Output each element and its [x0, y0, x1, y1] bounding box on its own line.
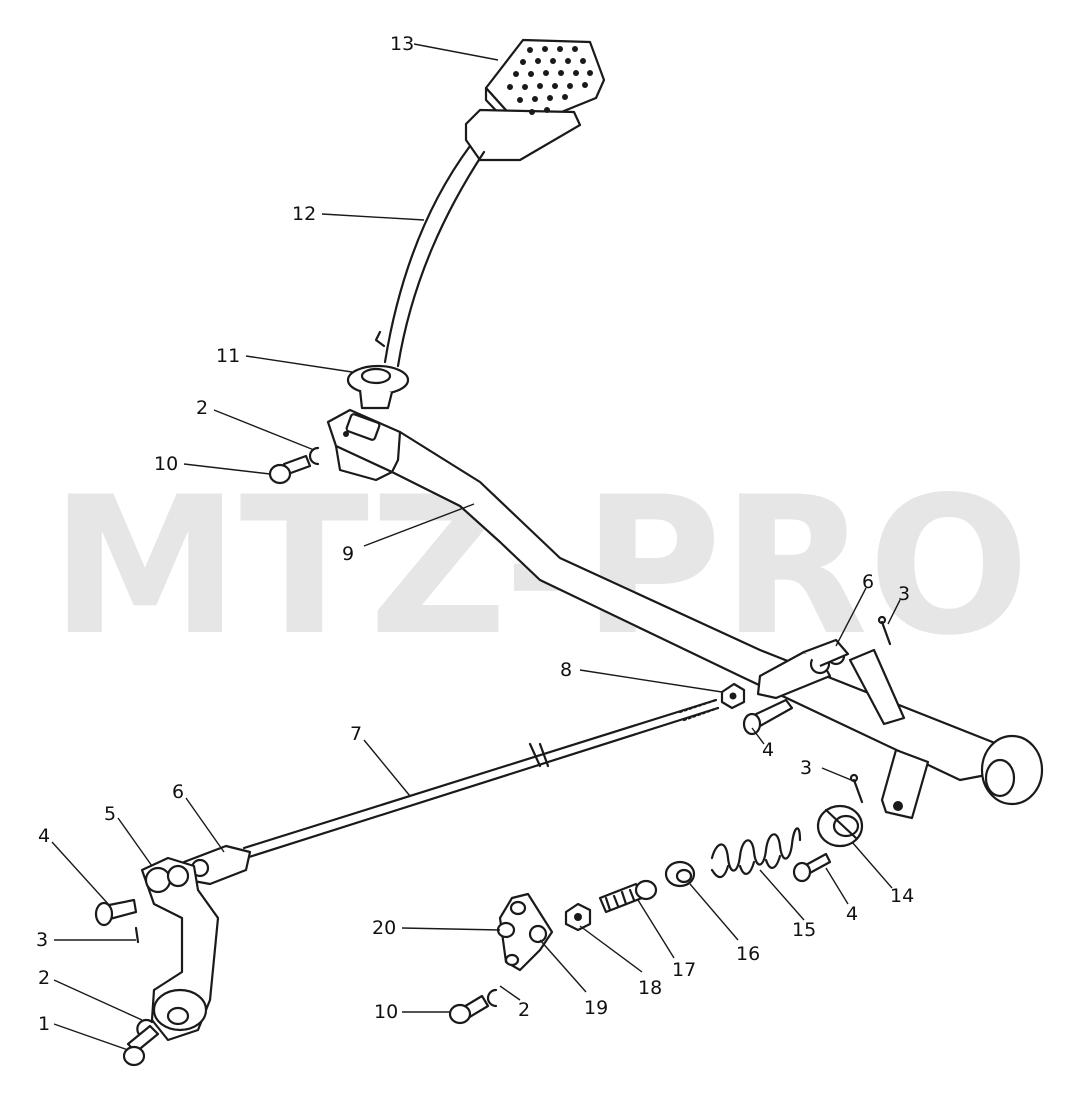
callout-14: 14 [890, 885, 914, 907]
nut-8 [720, 682, 746, 710]
bolt-10-upper [268, 454, 312, 485]
callout-13: 13 [390, 33, 414, 55]
bracket-plate [498, 892, 554, 972]
callout-2-upper: 2 [196, 397, 208, 419]
callout-6-left: 6 [172, 781, 184, 803]
clevis-pin-upper [742, 698, 794, 736]
callout-19: 19 [584, 997, 608, 1019]
spring [710, 827, 802, 879]
callout-1: 1 [38, 1013, 50, 1035]
callout-12: 12 [292, 203, 316, 225]
callout-7: 7 [350, 723, 362, 745]
clevis-right [756, 638, 850, 700]
cotter-pin-top [877, 615, 892, 646]
pedal-arm [374, 144, 486, 368]
bolt-1 [122, 1024, 160, 1067]
callout-10-lower: 10 [374, 1001, 398, 1023]
callout-4-left: 4 [38, 825, 50, 847]
callout-10-upper: 10 [154, 453, 178, 475]
callout-18: 18 [638, 977, 662, 999]
callout-20: 20 [372, 917, 396, 939]
callout-11: 11 [216, 345, 240, 367]
callout-16: 16 [736, 943, 760, 965]
nut-18 [564, 902, 592, 932]
callout-3-left: 3 [36, 929, 48, 951]
callout-3-mid: 3 [800, 757, 812, 779]
callout-8: 8 [560, 659, 572, 681]
callout-2-lower: 2 [518, 999, 530, 1021]
bell-crank [140, 856, 220, 1042]
clevis-pin-left [94, 898, 138, 927]
callout-15: 15 [792, 919, 816, 941]
callout-9: 9 [342, 543, 354, 565]
pedal-pad [464, 38, 606, 162]
cotter-pin-left [134, 926, 140, 944]
callout-labels: 13 12 11 2 10 9 6 3 8 4 7 3 6 5 4 3 2 1 … [36, 33, 914, 1035]
pull-rod [242, 698, 720, 860]
callout-17: 17 [672, 959, 696, 981]
pin-4-lower [792, 852, 832, 883]
circlip-lower [486, 988, 498, 1008]
pedal-boss [346, 364, 410, 410]
callout-3-top: 3 [898, 583, 910, 605]
spring-cup [816, 804, 864, 848]
main-lever [326, 408, 1044, 820]
callout-6-right: 6 [862, 571, 874, 593]
clevis-left [182, 844, 252, 886]
circlip-upper [308, 446, 320, 466]
leader-lines [51, 43, 901, 1051]
washer-16 [664, 860, 696, 888]
callout-4-upper: 4 [762, 739, 774, 761]
callout-2-left: 2 [38, 967, 50, 989]
lock-washer-20 [496, 921, 516, 939]
callout-4-lower: 4 [846, 903, 858, 925]
callout-5: 5 [104, 803, 116, 825]
bolt-10-lower [448, 994, 490, 1025]
adjusting-screw [598, 879, 658, 914]
cotter-pin-mid [849, 773, 864, 804]
